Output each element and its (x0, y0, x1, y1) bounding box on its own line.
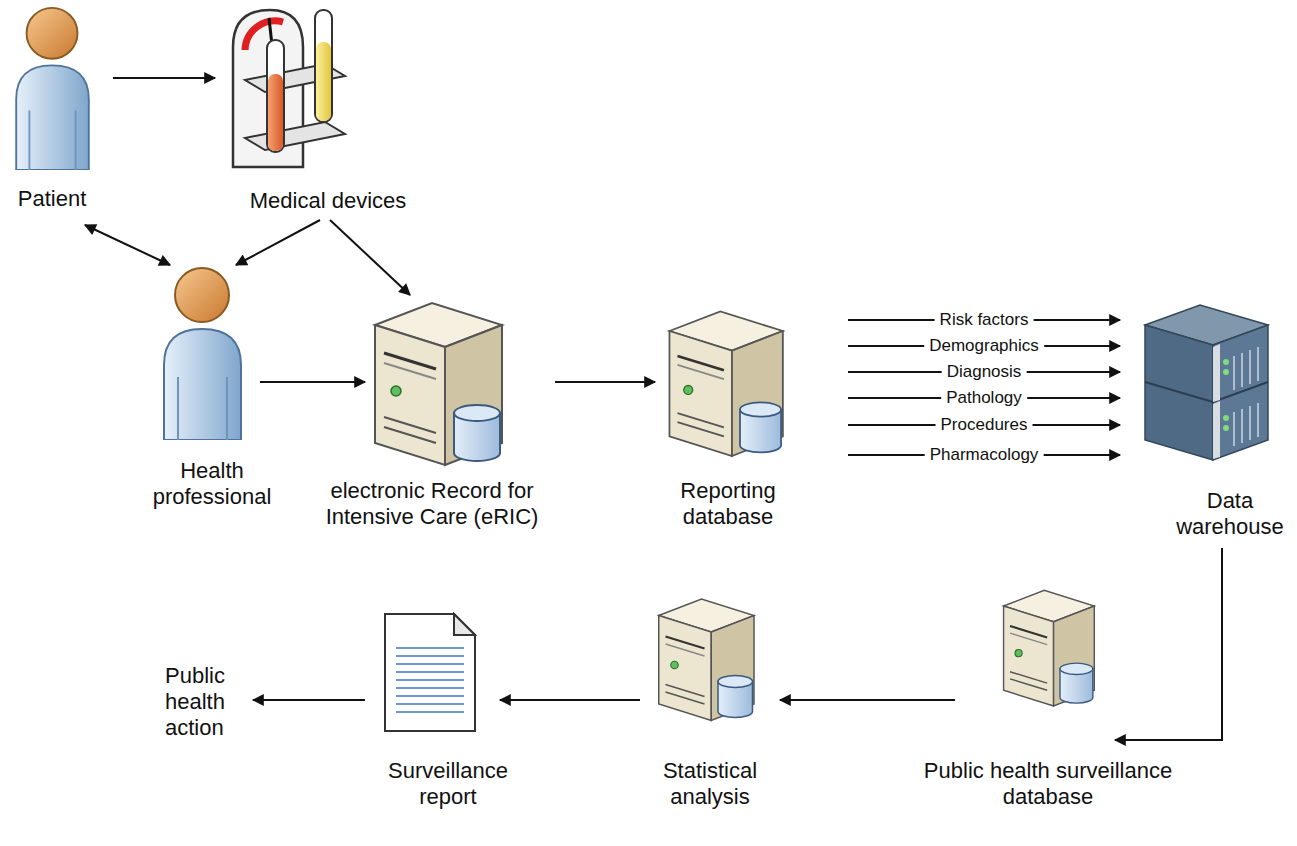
edge-label: Demographics (924, 336, 1044, 356)
server-node: Public health surveillance database (1000, 560, 1100, 732)
node-label: Public health action (165, 663, 245, 741)
warehouse-node: Data warehouse (1140, 300, 1270, 465)
edge-label: Diagnosis (942, 362, 1027, 382)
flow-arrow (253, 699, 365, 701)
server-node: Reporting database (665, 295, 790, 467)
edge-label: Procedures (936, 415, 1033, 435)
flow-arrow (780, 699, 955, 701)
node-label: Reporting database (653, 478, 803, 530)
flow-arrow (85, 225, 170, 265)
document-node: Surveillance report (380, 610, 480, 735)
node-label: Data warehouse (1170, 488, 1290, 540)
node-label: Public health surveillance database (923, 758, 1173, 810)
action-node: Public health action (165, 663, 245, 741)
node-label: electronic Record for Intensive Care (eR… (302, 478, 562, 530)
server-node: electronic Record for Intensive Care (eR… (370, 295, 510, 467)
professional-node: Health professional (160, 265, 245, 440)
document-icon (380, 610, 480, 735)
server-icon (655, 575, 760, 740)
flow-arrow (113, 77, 215, 79)
person-icon (10, 5, 95, 170)
server-icon (665, 295, 790, 467)
edge-label: Risk factors (935, 310, 1034, 330)
node-label: Medical devices (218, 188, 438, 214)
node-label: Patient (0, 186, 107, 212)
node-label: Health professional (137, 458, 287, 510)
server-icon (370, 295, 510, 467)
node-label: Statistical analysis (645, 758, 775, 810)
person-icon (160, 265, 245, 440)
edge-label: Pharmacology (925, 445, 1044, 465)
devices-icon (225, 2, 350, 172)
device-node: Medical devices (225, 2, 350, 172)
flow-arrow (1115, 548, 1222, 740)
patient-node: Patient (10, 5, 95, 170)
server-node: Statistical analysis (655, 575, 760, 740)
flow-arrow (330, 220, 410, 295)
flow-arrow (260, 381, 365, 383)
node-label: Surveillance report (373, 758, 523, 810)
warehouse-icon (1140, 300, 1270, 465)
flow-arrow (555, 381, 655, 383)
flow-arrow (500, 699, 640, 701)
server-icon (1000, 560, 1100, 732)
flow-arrow (236, 220, 320, 265)
edge-label: Pathology (941, 388, 1027, 408)
